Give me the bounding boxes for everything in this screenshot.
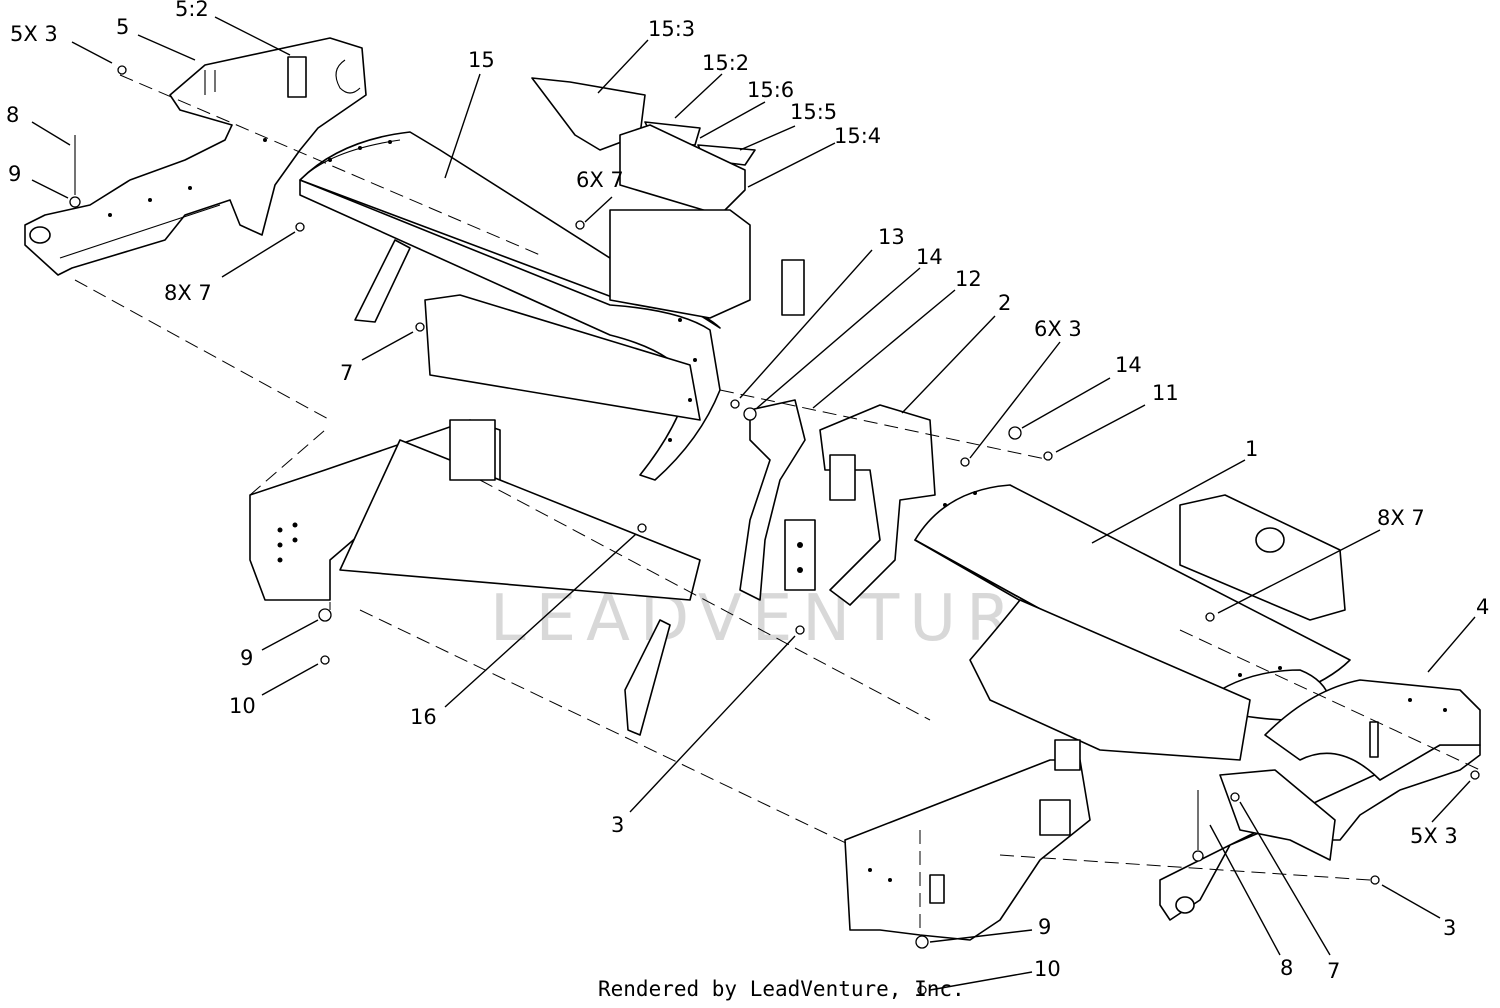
- callout-3-mid: 3: [611, 813, 624, 837]
- callout-13: 13: [878, 225, 905, 249]
- callout-15-4: 15:4: [834, 124, 881, 148]
- right-side-plate: [1159, 679, 1481, 921]
- callout-3-right: 3: [1443, 916, 1456, 940]
- callout-8-left: 8: [6, 103, 19, 127]
- callout-5x3-right: 5X 3: [1410, 824, 1458, 848]
- callout-16: 16: [410, 705, 437, 729]
- callout-15-6: 15:6: [747, 78, 794, 102]
- right-hood-1: [914, 484, 1351, 761]
- callout-12: 12: [955, 267, 982, 291]
- callout-4: 4: [1476, 595, 1489, 619]
- callout-2: 2: [998, 291, 1011, 315]
- callout-1: 1: [1245, 437, 1258, 461]
- callout-15-3: 15:3: [648, 17, 695, 41]
- callout-14-a: 14: [916, 245, 943, 269]
- callout-8x7-right: 8X 7: [1377, 506, 1425, 530]
- render-credit: Rendered by LeadVenture, Inc.: [598, 977, 965, 1001]
- centerlines: [74, 74, 1481, 935]
- callout-5-2: 5:2: [175, 0, 209, 21]
- callout-15: 15: [468, 48, 495, 72]
- left-side-plate: [24, 37, 367, 276]
- center-hanger-2: [739, 399, 936, 606]
- callout-15-5: 15:5: [790, 100, 837, 124]
- callout-6x7: 6X 7: [576, 168, 624, 192]
- lower-left-frame: [249, 419, 701, 736]
- callout-8x7-left: 8X 7: [164, 281, 212, 305]
- callout-8-right: 8: [1280, 956, 1293, 980]
- callout-7-right: 7: [1327, 959, 1340, 983]
- callout-5x3-top: 5X 3: [10, 22, 58, 46]
- callout-6x3: 6X 3: [1034, 317, 1082, 341]
- watermark: LEADVENTURE: [490, 582, 1071, 656]
- callout-10-bottom: 10: [1034, 957, 1061, 981]
- callout-11: 11: [1152, 381, 1179, 405]
- callout-9-mid: 9: [240, 646, 253, 670]
- top-shield-parts: [531, 77, 805, 319]
- callout-15-2: 15:2: [702, 51, 749, 75]
- callout-10-mid: 10: [229, 694, 256, 718]
- callout-labels: 5X 3 5 5:2 8 9 8X 7 15 15:3 15:2 15:6 15…: [6, 0, 1489, 983]
- hardware: [69, 65, 1480, 995]
- callout-5: 5: [116, 15, 129, 39]
- callout-9-left: 9: [8, 162, 21, 186]
- lower-right-frame: [844, 739, 1091, 941]
- callout-7-left: 7: [340, 361, 353, 385]
- callout-9-bottom: 9: [1038, 915, 1051, 939]
- leader-lines: [31, 16, 1476, 991]
- callout-14-b: 14: [1115, 353, 1142, 377]
